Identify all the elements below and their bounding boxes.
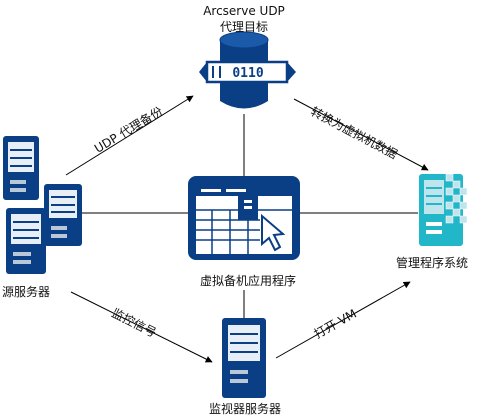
server-unit bbox=[6, 208, 46, 274]
mgmt-label: 管理程序系统 bbox=[396, 256, 469, 270]
server-unit bbox=[44, 184, 82, 246]
arrow-udp-backup bbox=[65, 95, 194, 176]
connectors bbox=[65, 95, 429, 363]
arrow-power-on bbox=[275, 281, 411, 359]
server-cluster-icon bbox=[3, 136, 82, 274]
database-binary-icon: 0110 bbox=[199, 31, 296, 109]
source-label: 源服务器 bbox=[2, 285, 51, 299]
arrow-monitor-signal bbox=[70, 291, 213, 363]
application-window-cursor-icon bbox=[188, 176, 300, 260]
target-title: Arcserve UDP bbox=[203, 4, 285, 18]
server-unit bbox=[3, 136, 39, 200]
cylinder-digits: 0110 bbox=[232, 66, 263, 81]
hypervisor-server-icon bbox=[419, 173, 468, 246]
target-subtitle: 代理目标 bbox=[219, 20, 268, 34]
server-icon bbox=[222, 318, 266, 398]
app-label: 虚拟备机应用程序 bbox=[199, 274, 296, 288]
arrow-convert bbox=[293, 98, 429, 171]
monitor-label: 监视器服务器 bbox=[208, 402, 281, 416]
